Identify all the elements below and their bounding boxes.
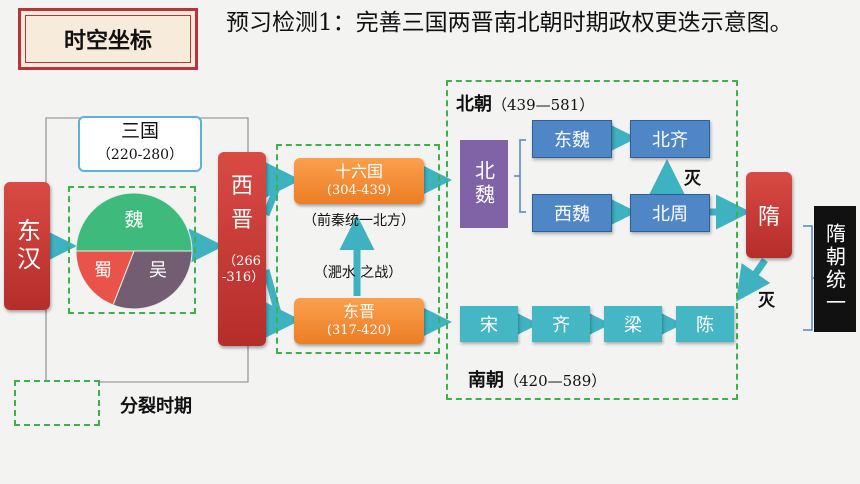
pie-wu [112,250,193,310]
legend-label: 分裂时期 [120,396,192,417]
qi-label: 齐 [552,315,570,336]
xiwei-label: 西魏 [554,204,590,225]
beichao-title: 北朝（439—581） [456,90,594,116]
sanguo-title: 三国 [120,120,159,142]
donghan-box: 东汉 [4,182,50,310]
nanbei-split-region [446,80,738,400]
page-heading: 预习检测1：完善三国两晋南北朝时期政权更迭示意图。 [226,10,793,36]
pie-shu-label: 蜀 [94,260,112,281]
beichao-years: （439—581） [492,96,595,114]
nanchao-label: 南朝 [468,370,504,391]
sui-label: 隋 [757,205,780,230]
dongjin-years: (317-420) [326,323,392,338]
beiqi-box: 北齐 [630,120,710,158]
beizhou-box: 北周 [630,194,710,232]
beichao-label: 北朝 [456,94,492,115]
pie-wu-label: 吴 [149,260,167,281]
song-label: 宋 [480,315,498,336]
sui-box: 隋 [746,172,792,258]
dongwei-label: 东魏 [554,130,590,151]
xijin-name: 西晋 [230,174,253,233]
dongjin-box: 东晋 (317-420) [294,298,424,344]
sui-unify-box: 隋朝统一 [814,206,856,332]
shiliuguo-note: （前秦统一北方） [303,213,415,229]
arrow-xijin-shiliuguo [262,162,301,217]
north-bracket [514,139,526,213]
arrow-xijin-dongjin [262,269,301,338]
shiliuguo-box: 十六国 (304-439) [294,158,424,204]
liang-label: 梁 [624,315,642,336]
dongjin-name: 东晋 [342,302,375,321]
sui-unify-label: 隋朝统一 [822,223,847,315]
beiwei-box: 北魏 [460,140,508,228]
chen-box: 陈 [676,306,734,342]
beizhou-label: 北周 [652,204,688,225]
legend-swatch [14,380,100,426]
section-badge: 时空坐标 [18,8,198,70]
pie-wei [75,192,193,252]
donghan-label: 东汉 [12,218,41,274]
jin-split-region [276,144,440,354]
song-box: 宋 [460,306,518,342]
qi-box: 齐 [532,306,590,342]
sanguo-title-box: 三国 （220-280） [78,116,202,172]
xijin-box: 西晋 （266-316） [218,152,266,346]
liang-box: 梁 [604,306,662,342]
xijin-years: （266-316） [222,254,265,285]
nanchao-years: （420—589） [504,372,607,390]
arrow-sui-chen [736,258,771,302]
dongwei-box: 东魏 [532,120,612,158]
shiliuguo-name: 十六国 [334,162,383,181]
feishui-battle-label: （淝水 之战） [313,265,403,281]
mie-north-label: 灭 [684,169,701,189]
xiwei-box: 西魏 [532,194,612,232]
sanguo-split-region [68,186,196,314]
chen-label: 陈 [696,315,714,336]
mie-sui-label: 灭 [758,291,775,311]
beiwei-label: 北魏 [471,160,496,208]
beiqi-label: 北齐 [652,130,688,151]
sanguo-years: （220-280） [96,147,184,163]
pie-wei-label: 魏 [124,209,143,231]
shiliuguo-years: (304-439) [326,183,392,198]
pie-shu [75,250,135,306]
sanguo-pie: 魏 蜀 吴 [75,192,193,310]
nanchao-title: 南朝（420—589） [468,366,606,392]
